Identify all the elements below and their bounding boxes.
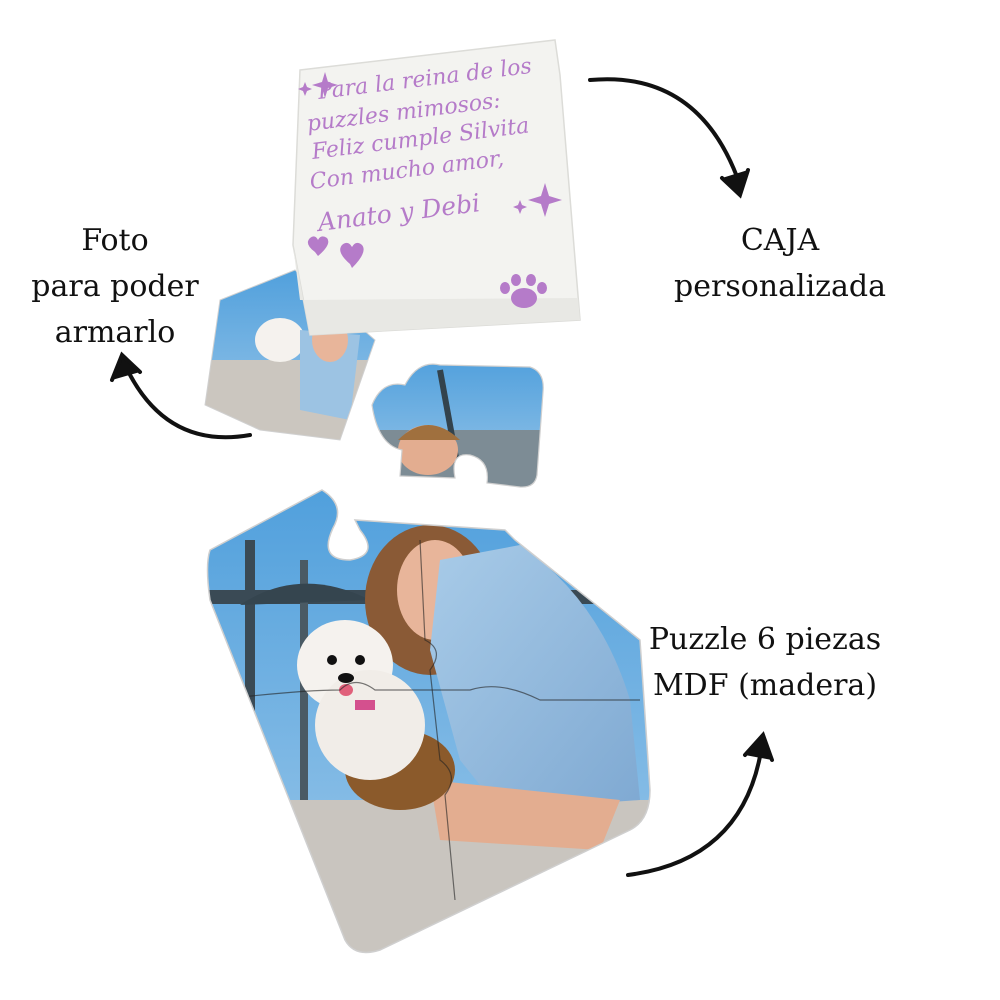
paw-icon [500,274,547,308]
gift-box [292,39,581,336]
label-puzzle-line-1: Puzzle 6 piezas [648,622,882,657]
heart-icon [307,236,364,268]
label-caja-line-2: personalizada [674,269,886,304]
label-caja: CAJA personalizada [660,218,900,310]
label-puzzle-line-2: MDF (madera) [652,668,878,703]
arrow-icon [110,77,774,877]
label-puzzle: Puzzle 6 piezas MDF (madera) [630,617,900,709]
label-foto-line-3: armarlo [54,315,176,350]
label-foto: Foto para poder armarlo [20,218,210,356]
label-foto-line-2: para poder [31,269,199,304]
big-puzzle [206,489,651,954]
label-foto-line-1: Foto [81,223,149,258]
loose-puzzle-piece [371,363,544,488]
sparkle-icon [298,72,562,217]
label-caja-line-1: CAJA [740,223,820,258]
